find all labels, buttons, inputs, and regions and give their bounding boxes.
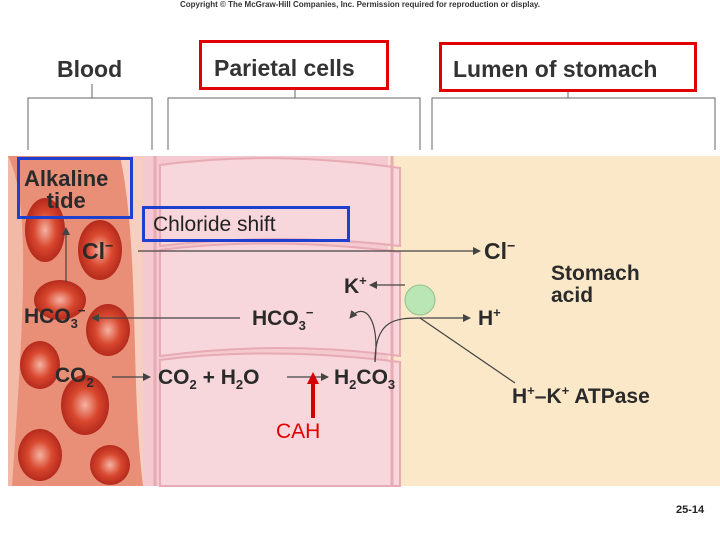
carbonic-acid: H2CO3 xyxy=(334,366,396,393)
hydrogen-ion-lumen: H+ xyxy=(478,305,501,330)
alkaline-tide-box xyxy=(17,157,133,219)
header-brackets xyxy=(27,84,716,150)
lumen-background xyxy=(388,156,720,486)
chloride-shift-label: Chloride shift xyxy=(153,213,276,236)
page-number: 25-14 xyxy=(676,504,705,516)
co2-water-reaction: CO2 + H2O xyxy=(158,366,260,393)
flow-arrows xyxy=(62,227,516,384)
bicarbonate-cell: HCO3− xyxy=(252,305,314,334)
atpase-label: H+–K+ ATPase xyxy=(512,383,650,408)
chloride-ion-blood: Cl− xyxy=(82,238,114,264)
chloride-ion-lumen: Cl− xyxy=(484,238,516,264)
co2-blood: CO2 xyxy=(55,364,94,391)
header-lumen-of-stomach: Lumen of stomach xyxy=(453,56,658,82)
copyright-notice: Copyright © The McGraw-Hill Companies, I… xyxy=(179,0,541,9)
header-parietal-box xyxy=(199,40,389,90)
header-parietal-cells: Parietal cells xyxy=(214,55,355,81)
potassium-ion: K+ xyxy=(344,273,367,298)
red-blood-cells xyxy=(18,198,130,485)
bicarbonate-blood: HCO3− xyxy=(24,303,86,332)
atpase-pump xyxy=(404,284,436,316)
chloride-shift-box xyxy=(142,206,350,242)
header-lumen-box xyxy=(439,42,697,92)
parietal-cells xyxy=(143,156,401,487)
header-blood: Blood xyxy=(57,56,123,82)
cah-label: CAH xyxy=(276,420,321,443)
